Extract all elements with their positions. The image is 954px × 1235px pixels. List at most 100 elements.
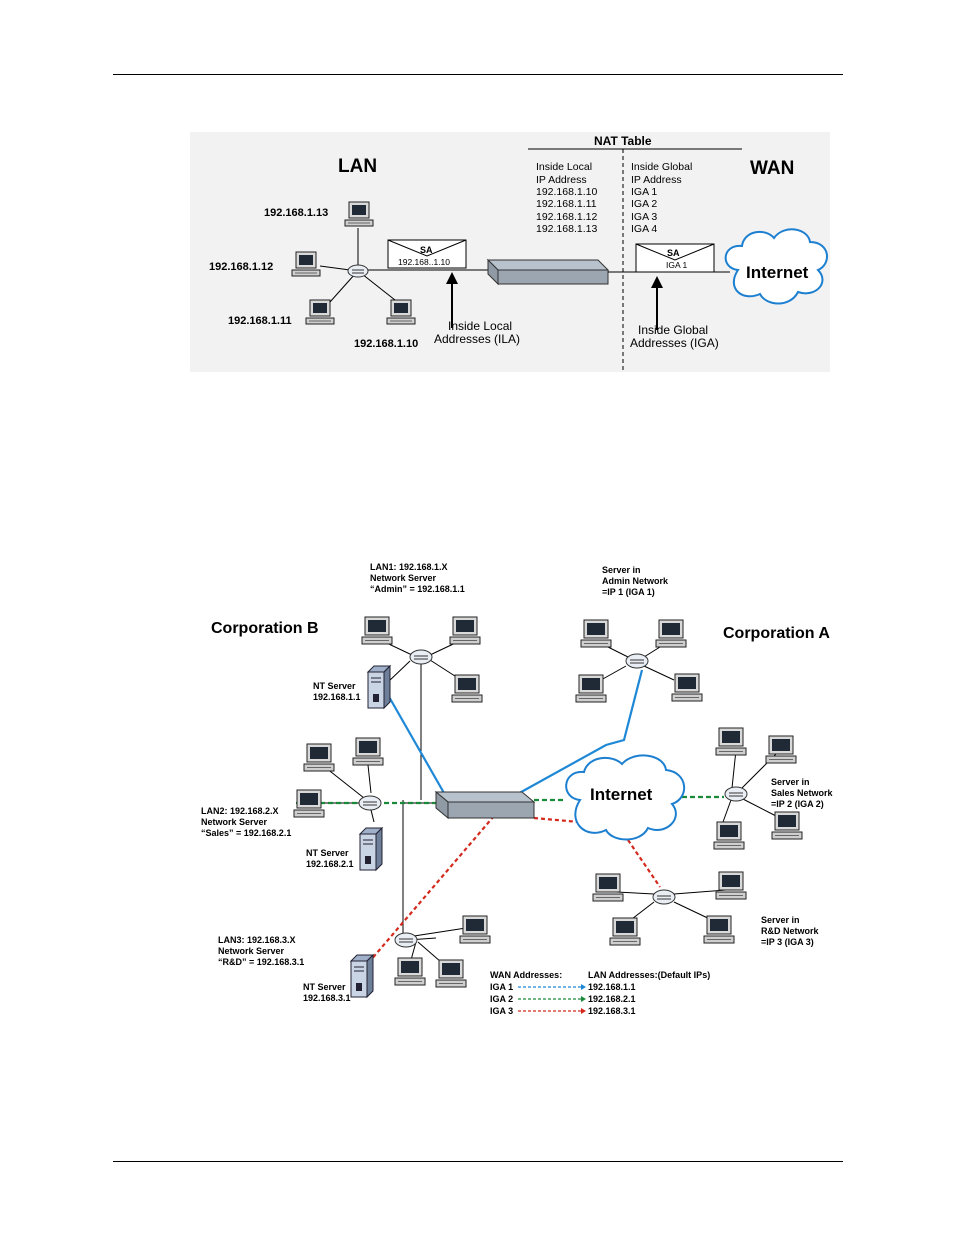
ila-row-4: 192.168.1.13: [536, 223, 597, 235]
host-10-label: 192.168.1.10: [354, 338, 418, 350]
iga-header-1: Inside Global: [631, 161, 692, 173]
lan1-line-1: LAN1: 192.168.1.X: [370, 562, 448, 572]
server-rd-2: R&D Network: [761, 926, 820, 936]
host-11-label: 192.168.1.11: [228, 315, 292, 327]
ila-header-2: IP Address: [536, 174, 587, 186]
hub-admin-icon: [625, 653, 649, 669]
pc-icon: [580, 619, 612, 648]
hub-icon: [347, 264, 369, 278]
nat-table-figure: LAN WAN NAT Table Inside Local IP Addres…: [190, 132, 830, 372]
server-admin-1: Server in: [602, 565, 641, 575]
nt-server-1-icon: [367, 665, 391, 709]
ila-row-2: 192.168.1.11: [536, 198, 597, 210]
legend-lan-header: LAN Addresses:(Default IPs): [588, 970, 710, 980]
server-admin-2: Admin Network: [602, 576, 669, 586]
host-12-label: 192.168.1.12: [209, 261, 273, 273]
ila-row-3: 192.168.1.12: [536, 211, 597, 223]
nt3-line-2: 192.168.3.1: [303, 993, 351, 1003]
footer-rule: [113, 1161, 843, 1162]
pc-icon: [713, 821, 745, 850]
pc-icon: [765, 735, 797, 764]
packet-right: [635, 243, 715, 273]
pc-icon: [352, 737, 384, 766]
packet-left: [387, 239, 467, 269]
ila-caption-2: Addresses (ILA): [434, 332, 520, 346]
legend-wan-3: IGA 3: [490, 1006, 513, 1016]
hub-sales-icon: [724, 786, 748, 802]
pc-icon-11: [305, 299, 335, 325]
nt1-line-2: 192.168.1.1: [313, 692, 361, 702]
nt2-line-2: 192.168.2.1: [306, 859, 354, 869]
link-red: [363, 815, 661, 969]
iga-caption-2: Addresses (IGA): [630, 336, 719, 350]
pc-icon: [361, 616, 393, 645]
wan-label: WAN: [750, 158, 794, 179]
many-one-to-one-figure: Corporation B Corporation A LAN1: 192.16…: [201, 562, 834, 1016]
pc-icon: [655, 619, 687, 648]
nt-server-2-icon: [359, 827, 383, 871]
server-admin-3: =IP 1 (IGA 1): [602, 587, 655, 597]
header-rule: [113, 74, 843, 75]
server-sales-1: Server in: [771, 777, 810, 787]
corp-b-label: Corporation B: [211, 620, 319, 637]
pc-icon: [715, 871, 747, 900]
server-rd-1: Server in: [761, 915, 800, 925]
address-legend: WAN Addresses: LAN Addresses:(Default IP…: [490, 970, 710, 1016]
lan2-line-2: Network Server: [201, 817, 268, 827]
pc-icon: [771, 811, 803, 840]
pc-icon: [449, 616, 481, 645]
pc-icon: [293, 789, 325, 818]
server-sales-3: =IP 2 (IGA 2): [771, 799, 824, 809]
lan-label: LAN: [338, 156, 377, 177]
packet-left-addr: 192.168..1.10: [398, 257, 450, 267]
pc-icon: [703, 915, 735, 944]
pc-icon: [459, 915, 491, 944]
legend-lan-2: 192.168.2.1: [588, 994, 636, 1004]
nt3-line-1: NT Server: [303, 982, 346, 992]
iga-row-2: IGA 2: [631, 198, 657, 210]
pc-icon: [715, 727, 747, 756]
lan2-line-1: LAN2: 192.168.2.X: [201, 806, 279, 816]
internet-cloud: [724, 228, 828, 305]
iga-row-1: IGA 1: [631, 186, 657, 198]
packet-right-sa: SA: [667, 248, 680, 258]
packet-left-sa: SA: [420, 245, 433, 255]
legend-lan-3: 192.168.3.1: [588, 1006, 636, 1016]
internet-label: Internet: [590, 785, 653, 804]
pc-icon: [435, 959, 467, 988]
router-icon: [434, 790, 536, 820]
legend-wan-1: IGA 1: [490, 982, 513, 992]
legend-wan-2: IGA 2: [490, 994, 513, 1004]
host-13-label: 192.168.1.13: [264, 207, 328, 219]
corp-a-label: Corporation A: [723, 625, 830, 642]
hub-lan2-icon: [358, 795, 382, 811]
nt1-line-1: NT Server: [313, 681, 356, 691]
hub-lan1-icon: [409, 649, 433, 665]
ila-header-1: Inside Local: [536, 161, 592, 173]
internet-label: Internet: [746, 263, 809, 282]
pc-icon-10: [386, 299, 416, 325]
hub-rd-icon: [652, 889, 676, 905]
iga-row-3: IGA 3: [631, 211, 657, 223]
pc-icon: [592, 873, 624, 902]
pc-icon: [451, 674, 483, 703]
lan3-line-1: LAN3: 192.168.3.X: [218, 935, 296, 945]
lan2-line-3: “Sales” = 192.168.2.1: [201, 828, 291, 838]
legend-wan-header: WAN Addresses:: [490, 970, 562, 980]
pc-icon-12: [291, 251, 321, 277]
legend-lan-1: 192.168.1.1: [588, 982, 636, 992]
iga-caption-1: Inside Global: [638, 323, 708, 337]
nt2-line-1: NT Server: [306, 848, 349, 858]
nt-server-3-icon: [350, 954, 374, 998]
lan3-line-3: “R&D” = 192.168.3.1: [218, 957, 304, 967]
ila-row-1: 192.168.1.10: [536, 186, 597, 198]
hub-lan3-icon: [394, 932, 418, 948]
pc-icon: [394, 957, 426, 986]
ila-caption-1: Inside Local: [448, 319, 512, 333]
lan3-line-2: Network Server: [218, 946, 285, 956]
internet-cloud: [565, 754, 686, 841]
nat-table-title: NAT Table: [594, 134, 652, 148]
server-sales-2: Sales Network: [771, 788, 834, 798]
packet-right-addr: IGA 1: [666, 260, 688, 270]
server-rd-3: =IP 3 (IGA 3): [761, 937, 814, 947]
